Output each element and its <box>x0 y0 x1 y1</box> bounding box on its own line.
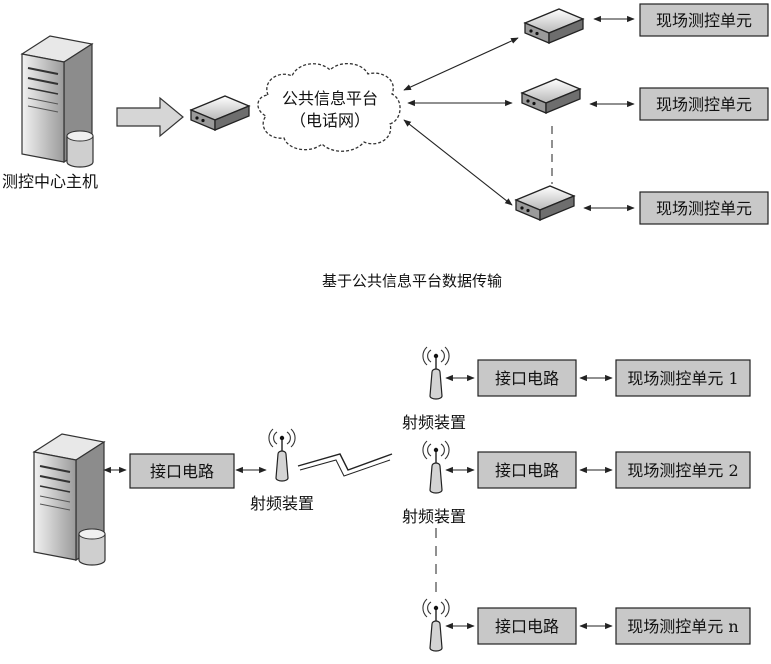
remote-interface-box-2: 接口电路 <box>477 451 577 489</box>
host-rf-label: 射频装置 <box>250 494 314 513</box>
remote-interface-label-2: 接口电路 <box>495 461 559 480</box>
bottom-unit-label-3: 现场测控单元 n <box>627 617 738 636</box>
bottom-unit-label-2: 现场测控单元 2 <box>627 461 738 480</box>
remote-rf-antenna-icon-1 <box>422 346 450 400</box>
remote-rf-antenna-icon-2 <box>422 440 450 494</box>
remote-rf-antenna-icon-3 <box>422 598 450 652</box>
cloud-link-3 <box>403 119 513 206</box>
host-label: 测控中心主机 <box>2 172 98 191</box>
top-caption: 基于公共信息平台数据传输 <box>322 272 502 290</box>
bottom-host-server-icon <box>33 433 106 566</box>
remote-interface-box-3: 接口电路 <box>477 607 577 645</box>
public-network-cloud <box>257 63 401 152</box>
top-unit-label-3: 现场测控单元 <box>656 199 752 218</box>
host-rf-antenna-icon <box>268 428 296 482</box>
wireless-link-icon <box>297 453 393 471</box>
host-interface-label: 接口电路 <box>150 462 214 481</box>
remote-modem-icon-1 <box>524 8 584 44</box>
cloud-link-1 <box>403 37 519 91</box>
top-unit-box-3: 现场测控单元 <box>639 191 769 225</box>
remote-interface-label-3: 接口电路 <box>495 617 559 636</box>
cloud-label-line1: 公共信息平台 <box>282 89 378 108</box>
host-interface-box: 接口电路 <box>129 453 235 489</box>
top-unit-box-2: 现场测控单元 <box>639 87 769 121</box>
host-to-modem-arrow <box>116 96 184 138</box>
remote-rf-label-1: 射频装置 <box>402 413 466 432</box>
remote-modem-icon-3 <box>515 185 575 221</box>
bottom-unit-box-3: 现场测控单元 n <box>615 607 751 645</box>
bottom-unit-box-1: 现场测控单元 1 <box>615 359 751 397</box>
top-unit-label-2: 现场测控单元 <box>656 95 752 114</box>
top-unit-label-1: 现场测控单元 <box>656 11 752 30</box>
host-server-icon <box>21 35 94 168</box>
bottom-unit-label-1: 现场测控单元 1 <box>627 369 738 388</box>
wireless-link-shadow <box>299 459 391 477</box>
remote-interface-box-1: 接口电路 <box>477 359 577 397</box>
remote-rf-label-2: 射频装置 <box>402 507 466 526</box>
host-modem-icon <box>190 95 250 131</box>
remote-interface-label-1: 接口电路 <box>495 369 559 388</box>
top-unit-box-1: 现场测控单元 <box>639 3 769 37</box>
cloud-label-line2: （电话网） <box>290 111 370 130</box>
bottom-unit-box-2: 现场测控单元 2 <box>615 451 751 489</box>
remote-modem-icon-2 <box>521 78 581 114</box>
